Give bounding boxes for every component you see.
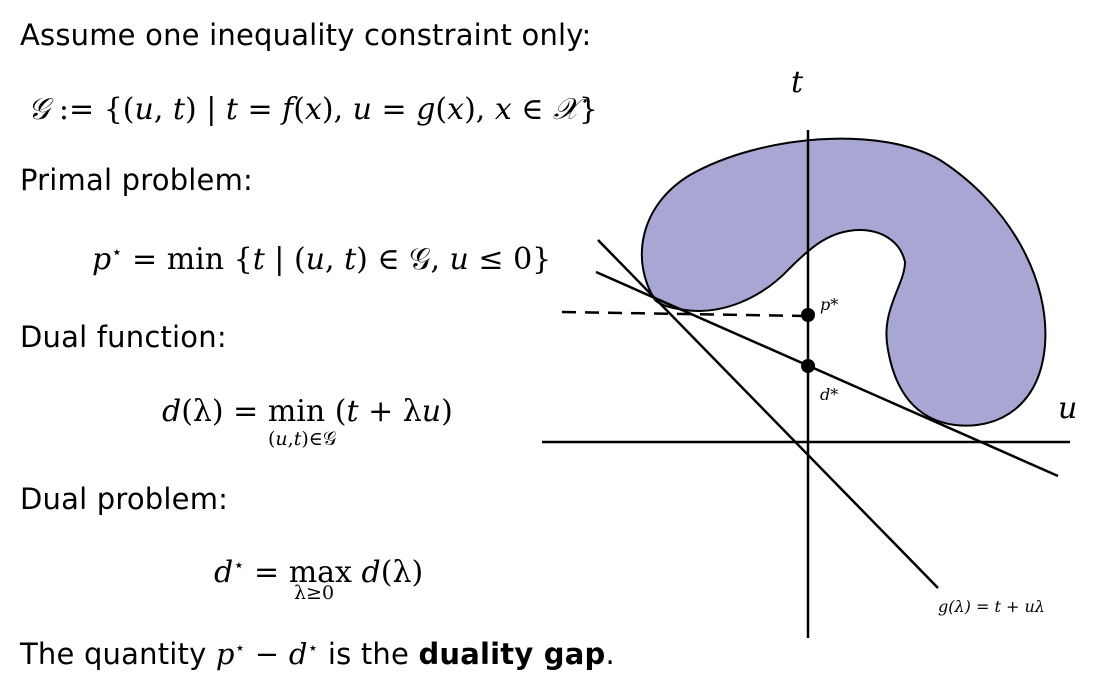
dual-line-g-lambda [595, 270, 1059, 478]
g-lambda-label: g(λ) = t + uλ [938, 597, 1045, 616]
p-star-label: p* [820, 295, 838, 314]
d-star-point [801, 359, 815, 373]
p-star-dashed-line [561, 310, 809, 318]
t-axis-label: t [791, 65, 804, 100]
u-axis-label: u [1058, 391, 1077, 426]
dual-problem-heading: Dual problem: [20, 482, 229, 516]
dual-problem-equation: d⋆ = max d(λ) [214, 555, 424, 590]
assume-line: Assume one inequality constraint only: [20, 18, 592, 52]
set-g-region [640, 137, 1047, 427]
duality-gap-line: The quantity p⋆ − d⋆ is the duality gap. [20, 637, 615, 671]
p-star-point [801, 308, 815, 322]
dual-function-subscript: (u,t)∈𝒢 [268, 428, 337, 450]
dual-function-equation: d(λ) = min (t + λu) [162, 394, 453, 429]
steep-supporting-line [597, 239, 939, 589]
d-star-label: d* [820, 385, 838, 404]
dual-problem-subscript: λ≥0 [294, 582, 335, 604]
primal-equation: p⋆ = min {t | (u, t) ∈ 𝒢, u ≤ 0} [92, 242, 552, 277]
primal-heading: Primal problem: [20, 163, 254, 197]
dual-function-heading: Dual function: [20, 320, 227, 354]
set-definition: 𝒢 := {(u, t) | t = f(x), u = g(x), x ∈ 𝒳… [28, 92, 598, 127]
